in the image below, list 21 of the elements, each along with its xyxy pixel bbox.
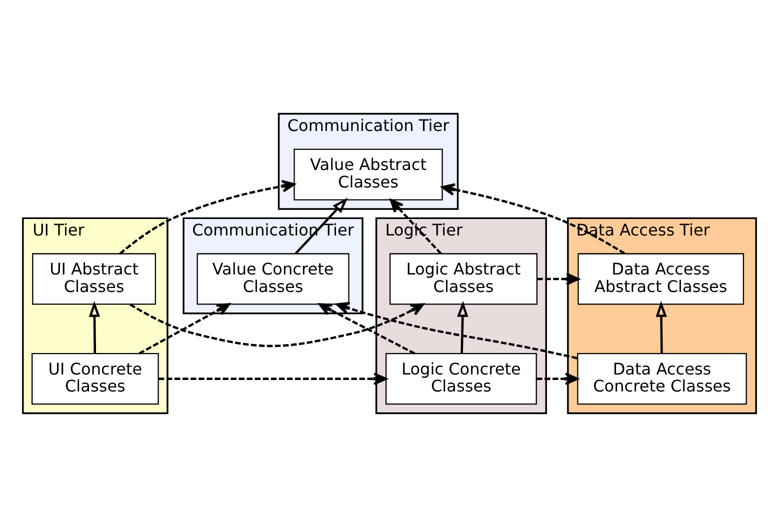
arrow xyxy=(456,300,468,354)
arrow xyxy=(318,302,415,354)
node-box: Value Abstract Classes xyxy=(293,148,442,200)
arrow xyxy=(336,301,578,359)
arrow xyxy=(655,300,666,354)
arrow xyxy=(88,300,100,354)
node-box: Data Access Abstract Classes xyxy=(577,252,744,304)
node-box: UI Abstract Classes xyxy=(32,252,156,304)
arrow xyxy=(138,302,230,354)
node-box: Value Concrete Classes xyxy=(196,252,349,304)
arrow xyxy=(294,197,348,254)
node-box: Data Access Concrete Classes xyxy=(576,352,746,404)
node-box: UI Concrete Classes xyxy=(31,352,158,404)
arrow xyxy=(440,182,625,254)
node-box: Logic Concrete Classes xyxy=(384,352,536,404)
arrow xyxy=(536,272,579,285)
arrow xyxy=(158,372,386,385)
arrow xyxy=(118,179,295,254)
arrow xyxy=(536,372,578,385)
node-box: Logic Abstract Classes xyxy=(389,252,537,304)
arrow xyxy=(129,302,424,347)
